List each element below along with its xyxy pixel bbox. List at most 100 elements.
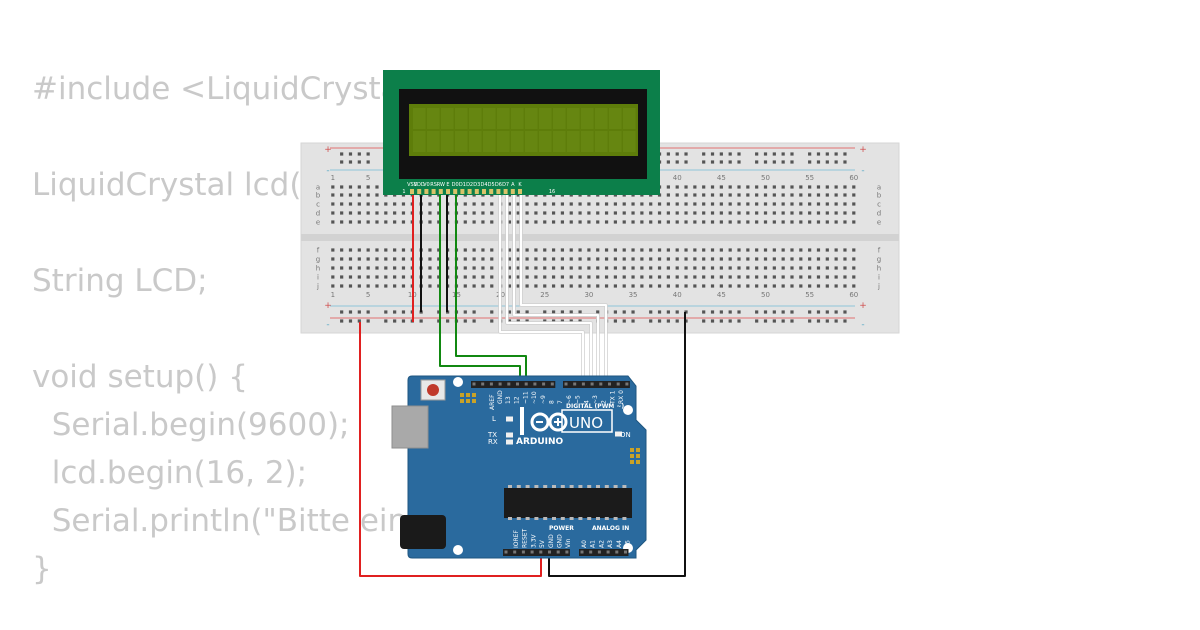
- breadboard-hole[interactable]: [604, 220, 609, 224]
- breadboard-hole[interactable]: [401, 257, 406, 261]
- breadboard-hole[interactable]: [357, 220, 361, 224]
- lcd-pin[interactable]: [467, 189, 472, 194]
- breadboard-hole[interactable]: [428, 257, 432, 261]
- breadboard-hole[interactable]: [799, 275, 803, 279]
- rail-hole[interactable]: [684, 319, 688, 323]
- breadboard-hole[interactable]: [587, 257, 591, 261]
- breadboard-hole[interactable]: [534, 202, 538, 206]
- breadboard-hole[interactable]: [525, 275, 529, 279]
- rail-hole[interactable]: [543, 310, 547, 314]
- breadboard-hole[interactable]: [437, 202, 441, 206]
- breadboard-hole[interactable]: [507, 275, 512, 279]
- breadboard-hole[interactable]: [843, 193, 847, 197]
- breadboard-hole[interactable]: [666, 220, 670, 224]
- breadboard-hole[interactable]: [825, 266, 829, 270]
- breadboard-hole[interactable]: [834, 220, 838, 224]
- breadboard-hole[interactable]: [578, 248, 582, 252]
- breadboard-hole[interactable]: [675, 211, 679, 215]
- breadboard-hole[interactable]: [790, 185, 794, 189]
- breadboard-hole[interactable]: [393, 202, 397, 206]
- lcd-pin[interactable]: [496, 189, 501, 194]
- header-pin[interactable]: [606, 550, 610, 554]
- breadboard-hole[interactable]: [755, 211, 759, 215]
- breadboard-hole[interactable]: [728, 193, 732, 197]
- breadboard-hole[interactable]: [604, 266, 609, 270]
- breadboard-hole[interactable]: [719, 185, 723, 189]
- breadboard-hole[interactable]: [481, 202, 485, 206]
- breadboard-hole[interactable]: [525, 284, 529, 288]
- breadboard-hole[interactable]: [481, 275, 485, 279]
- rail-hole[interactable]: [340, 319, 344, 323]
- breadboard-hole[interactable]: [825, 284, 829, 288]
- breadboard-hole[interactable]: [657, 284, 662, 288]
- breadboard-hole[interactable]: [340, 257, 344, 261]
- breadboard-hole[interactable]: [375, 193, 379, 197]
- rail-hole[interactable]: [702, 310, 706, 314]
- breadboard-hole[interactable]: [808, 211, 812, 215]
- rail-hole[interactable]: [702, 319, 706, 323]
- breadboard-hole[interactable]: [666, 202, 670, 206]
- breadboard-hole[interactable]: [816, 193, 821, 197]
- rail-hole[interactable]: [675, 152, 679, 156]
- breadboard-hole[interactable]: [331, 202, 335, 206]
- breadboard-hole[interactable]: [657, 202, 662, 206]
- breadboard-hole[interactable]: [393, 211, 397, 215]
- breadboard-hole[interactable]: [702, 202, 706, 206]
- breadboard-hole[interactable]: [340, 284, 344, 288]
- breadboard-hole[interactable]: [772, 220, 776, 224]
- icsp-pin[interactable]: [466, 393, 470, 397]
- rail-hole[interactable]: [781, 160, 785, 164]
- breadboard-hole[interactable]: [428, 275, 432, 279]
- breadboard-hole[interactable]: [551, 266, 556, 270]
- breadboard-hole[interactable]: [702, 275, 706, 279]
- breadboard-hole[interactable]: [543, 257, 547, 261]
- breadboard-hole[interactable]: [834, 248, 838, 252]
- breadboard-hole[interactable]: [393, 284, 397, 288]
- breadboard-hole[interactable]: [816, 257, 821, 261]
- breadboard-hole[interactable]: [675, 193, 679, 197]
- breadboard-hole[interactable]: [631, 220, 635, 224]
- breadboard-hole[interactable]: [710, 193, 715, 197]
- breadboard-hole[interactable]: [728, 220, 732, 224]
- breadboard-hole[interactable]: [737, 220, 741, 224]
- breadboard-hole[interactable]: [622, 257, 626, 261]
- breadboard-hole[interactable]: [719, 220, 723, 224]
- breadboard-hole[interactable]: [693, 211, 697, 215]
- breadboard-hole[interactable]: [472, 266, 476, 270]
- breadboard-hole[interactable]: [808, 284, 812, 288]
- breadboard-hole[interactable]: [710, 275, 715, 279]
- breadboard-hole[interactable]: [331, 211, 335, 215]
- icsp-pin[interactable]: [472, 393, 476, 397]
- lcd-pin[interactable]: [460, 189, 465, 194]
- breadboard-hole[interactable]: [728, 202, 732, 206]
- breadboard-hole[interactable]: [613, 202, 617, 206]
- breadboard-hole[interactable]: [525, 266, 529, 270]
- breadboard-hole[interactable]: [728, 185, 732, 189]
- icsp-pin[interactable]: [460, 393, 464, 397]
- breadboard-hole[interactable]: [825, 193, 829, 197]
- breadboard-hole[interactable]: [790, 193, 794, 197]
- breadboard-hole[interactable]: [808, 266, 812, 270]
- header-pin[interactable]: [513, 550, 517, 554]
- breadboard-hole[interactable]: [357, 211, 361, 215]
- rail-hole[interactable]: [649, 319, 653, 323]
- rail-hole[interactable]: [507, 319, 512, 323]
- breadboard-hole[interactable]: [781, 220, 785, 224]
- breadboard-hole[interactable]: [516, 266, 520, 270]
- breadboard-hole[interactable]: [525, 202, 529, 206]
- breadboard-hole[interactable]: [640, 284, 644, 288]
- rail-hole[interactable]: [843, 152, 847, 156]
- header-pin[interactable]: [498, 382, 502, 386]
- header-pin[interactable]: [539, 550, 543, 554]
- breadboard-hole[interactable]: [622, 266, 626, 270]
- breadboard-hole[interactable]: [834, 193, 838, 197]
- breadboard-hole[interactable]: [781, 266, 785, 270]
- breadboard-hole[interactable]: [587, 275, 591, 279]
- breadboard-hole[interactable]: [428, 248, 432, 252]
- breadboard-hole[interactable]: [587, 220, 591, 224]
- breadboard-hole[interactable]: [543, 220, 547, 224]
- header-pin[interactable]: [580, 550, 584, 554]
- breadboard-hole[interactable]: [525, 248, 529, 252]
- breadboard-hole[interactable]: [578, 266, 582, 270]
- rail-hole[interactable]: [613, 310, 617, 314]
